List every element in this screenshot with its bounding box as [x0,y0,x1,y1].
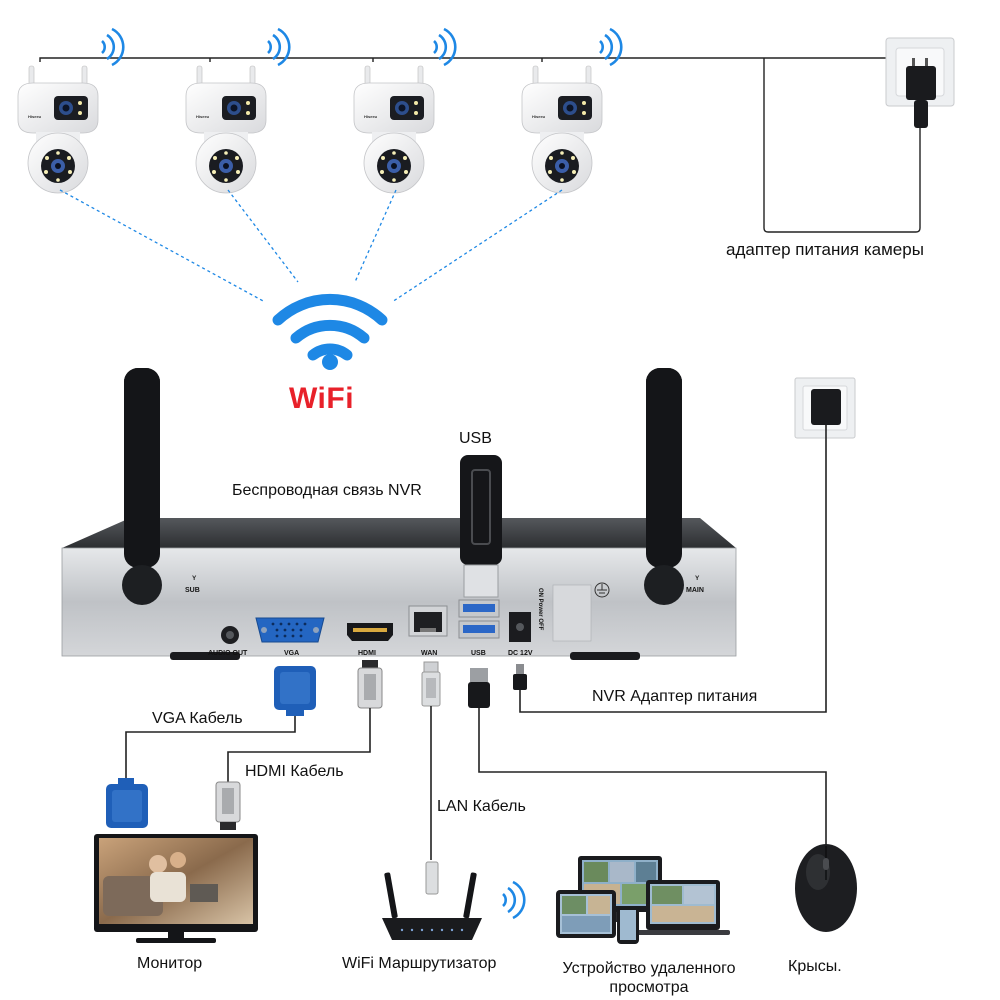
camera-power-outlet [885,37,955,128]
camera-wifi-icon-2 [266,27,291,67]
mouse-label: Крысы. [788,958,842,975]
camera-wifi-icon-1 [100,27,125,67]
router-wifi-icon [501,880,526,920]
port-usb-label: USB [471,650,486,657]
nvr-recorder: Y Y [61,368,737,660]
remote-device-label-line2: просмотра [609,979,689,996]
nvr-power-cable-label: NVR Адаптер питания [592,688,758,705]
wifi-label: WiFi [289,382,355,415]
cables [125,706,827,860]
antenna-sub-label: SUB [185,587,200,594]
hdmi-cable-label: HDMI Кабель [245,763,344,780]
camera-wifi-icon-3 [432,27,457,67]
router-device [382,861,482,940]
camera-power-line [39,57,921,233]
camera-wifi-icon-4 [598,27,623,67]
camera-adapter-label: адаптер питания камеры [726,240,924,259]
router-label: WiFi Маршрутизатор [342,955,497,972]
vga-plug-monitor [106,778,148,828]
hdmi-plug [357,660,383,709]
port-wan-label: WAN [421,650,438,657]
remote-device-label-line1: Устройство удаленного [562,960,736,977]
ip-camera-2 [185,65,267,194]
wifi-icon-dot [322,354,338,370]
port-hdmi-label: HDMI [358,650,376,657]
svg-text:Y: Y [192,575,197,582]
ip-camera-1 [17,65,99,194]
vga-plug [274,666,316,716]
vga-cable-label: VGA Кабель [152,710,243,727]
nvr-power-outlet [794,377,856,439]
dc-plug [513,664,527,690]
ip-camera-3 [353,65,435,194]
ip-camera-4 [521,65,603,194]
port-vga-label: VGA [284,650,300,657]
wireless-links [59,189,563,303]
power-switch-label: ON Power OFF [537,588,543,631]
port-audio-label: AUDIO OUT [208,650,248,657]
svg-text:Y: Y [695,575,700,582]
nvr-title: Беспроводная связь NVR [232,482,422,499]
lan-cable-label: LAN Кабель [437,798,526,815]
usb-label: USB [459,430,492,447]
wifi-icon [272,293,388,361]
monitor-device [94,834,258,943]
usb-mouse-plug [468,668,490,708]
nvr-power-cable [519,425,827,713]
antenna-main-label: MAIN [686,587,704,594]
port-dc-label: DC 12V [508,650,533,657]
lan-plug [421,661,441,707]
mouse-device [795,844,857,932]
remote-viewing-devices [556,856,730,944]
monitor-label: Монитор [137,955,203,972]
hdmi-plug-monitor [215,781,241,830]
usb-flash-drive [460,455,502,598]
